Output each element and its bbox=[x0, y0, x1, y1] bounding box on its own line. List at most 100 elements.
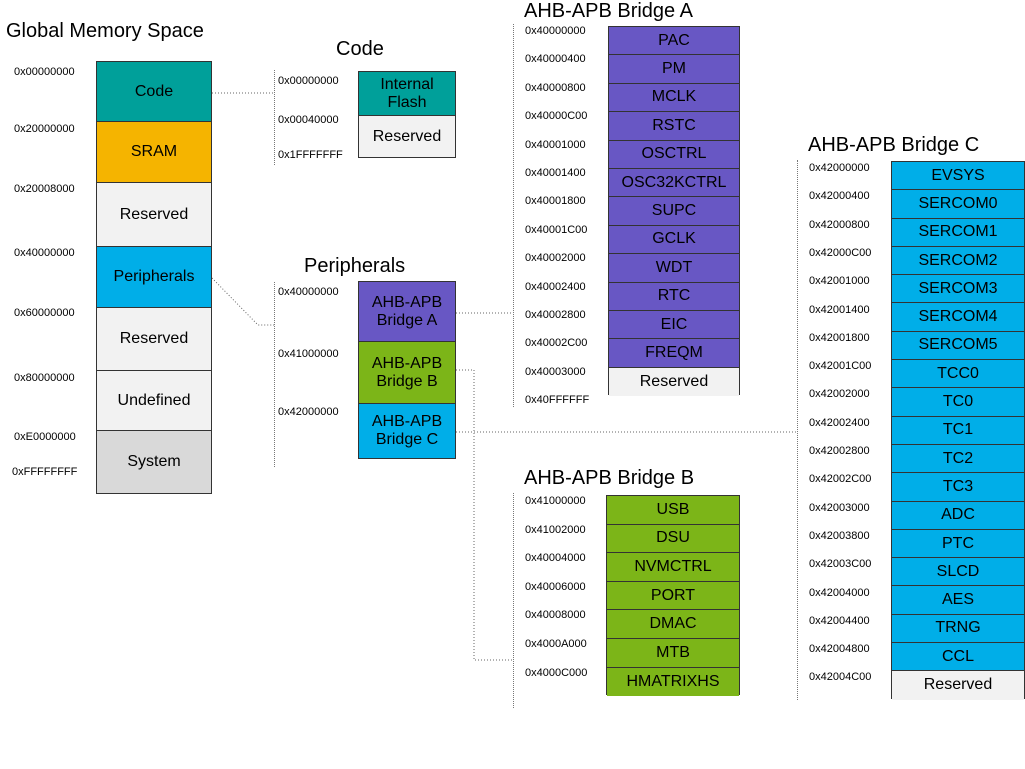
connector-bridge-b bbox=[456, 369, 513, 661]
bridge-c-address: 0x42002000 bbox=[809, 388, 870, 401]
global-address: 0x00000000 bbox=[14, 66, 75, 78]
bridge-c-address: 0x42002400 bbox=[809, 416, 870, 429]
code-block-reserved: Reserved bbox=[358, 115, 456, 158]
bridge-a-cell: RSTC bbox=[609, 112, 739, 141]
peripherals-address: 0x42000000 bbox=[278, 406, 339, 418]
bridge-b-cell: MTB bbox=[607, 638, 739, 668]
bridge-b-title: AHB-APB Bridge B bbox=[524, 467, 695, 489]
bridge-a-address: 0x40000400 bbox=[525, 53, 586, 66]
bridge-b-address: 0x4000A000 bbox=[525, 638, 587, 650]
code-address: 0x00040000 bbox=[278, 114, 339, 126]
bridge-a-address: 0x40003000 bbox=[525, 365, 586, 378]
bridge-b-address: 0x40006000 bbox=[525, 580, 586, 593]
bridge-c-cell: TC2 bbox=[892, 444, 1024, 474]
bridge-a-address: 0x40000000 bbox=[525, 25, 586, 37]
bridge-c-cell: TC0 bbox=[892, 388, 1024, 417]
bridge-a-cell: PM bbox=[609, 55, 739, 84]
bridge-a-address: 0x40FFFFFF bbox=[525, 394, 590, 407]
bridge-c-cell: SERCOM2 bbox=[892, 246, 1024, 276]
bridge-c-cell: TCC0 bbox=[892, 360, 1024, 389]
global-block-sram: SRAM bbox=[96, 121, 212, 183]
bridge-c-address: 0x42001C00 bbox=[809, 360, 872, 373]
peripherals-address: 0x40000000 bbox=[278, 286, 339, 298]
connector-peripherals bbox=[211, 277, 274, 326]
code-axis bbox=[274, 70, 275, 165]
bridge-a-cell: SUPC bbox=[609, 197, 739, 226]
bridge-c-address: 0x42001000 bbox=[809, 275, 870, 288]
bridge-a-address: 0x40002800 bbox=[525, 309, 586, 321]
bridge-b-address: 0x41002000 bbox=[525, 523, 586, 536]
bridge-a-cell: EIC bbox=[609, 310, 739, 340]
bridge-b-cell: NVMCTRL bbox=[607, 553, 739, 582]
bridge-c-address: 0x42002C00 bbox=[809, 473, 872, 486]
global-block-reserved: Reserved bbox=[96, 182, 212, 247]
bridge-a-address: 0x40002C00 bbox=[525, 337, 588, 350]
global-address: 0x40000000 bbox=[14, 247, 75, 259]
global-memory-title: Global Memory Space bbox=[6, 20, 204, 42]
code-block-internal-flash: Internal Flash bbox=[358, 71, 456, 116]
bridge-a-address: 0x40001400 bbox=[525, 167, 586, 179]
global-address: 0x80000000 bbox=[14, 372, 75, 384]
bridge-c-cell: SLCD bbox=[892, 558, 1024, 587]
bridge-b-cell: DMAC bbox=[607, 610, 739, 639]
global-block-reserved: Reserved bbox=[96, 307, 212, 371]
global-block-code: Code bbox=[96, 61, 212, 122]
bridge-c-cell: TC3 bbox=[892, 473, 1024, 502]
bridge-c-cell: AES bbox=[892, 586, 1024, 615]
bridge-c-address: 0x42000800 bbox=[809, 218, 870, 231]
bridge-c-address: 0x42003C00 bbox=[809, 558, 872, 571]
bridge-a-address: 0x40000800 bbox=[525, 81, 586, 94]
bridge-c-axis bbox=[797, 160, 798, 700]
bridge-c-cell: SERCOM0 bbox=[892, 190, 1024, 219]
bridge-b-address: 0x40008000 bbox=[525, 609, 586, 622]
bridge-b-address: 0x4000C000 bbox=[525, 666, 588, 679]
bridge-c-cell: CCL bbox=[892, 643, 1024, 672]
global-address: 0x60000000 bbox=[14, 307, 75, 319]
bridge-c-address: 0x42002800 bbox=[809, 445, 870, 457]
bridge-b-address: 0x41000000 bbox=[525, 495, 586, 507]
bridge-c-address: 0x42000C00 bbox=[809, 246, 872, 259]
code-address: 0x1FFFFFFF bbox=[278, 149, 343, 161]
bridge-a-cell: FREQM bbox=[609, 339, 739, 368]
bridge-c-cell: EVSYS bbox=[892, 162, 1024, 191]
bridge-a-axis bbox=[513, 24, 514, 407]
bridge-a-address: 0x40001C00 bbox=[525, 223, 588, 236]
bridge-a-address: 0x40000C00 bbox=[525, 110, 588, 123]
bridge-c-address: 0x42001800 bbox=[809, 331, 870, 344]
bridge-a-cell: OSCTRL bbox=[609, 140, 739, 169]
bridge-c-address: 0x42003000 bbox=[809, 501, 870, 514]
bridge-a-cell: Reserved bbox=[609, 367, 739, 397]
bridge-b-cell: HMATRIXHS bbox=[607, 667, 739, 697]
bridge-a-title: AHB-APB Bridge A bbox=[524, 0, 693, 22]
global-address: 0x20008000 bbox=[14, 183, 75, 195]
bridge-c-cell: TC1 bbox=[892, 416, 1024, 445]
bridge-c-address: 0x42003800 bbox=[809, 529, 870, 542]
peripherals-axis bbox=[274, 282, 275, 467]
bridge-a-address: 0x40002400 bbox=[525, 280, 586, 293]
bridge-b-axis bbox=[513, 493, 514, 708]
bridge-b-cell: USB bbox=[607, 496, 739, 525]
bridge-a-cell: GCLK bbox=[609, 225, 739, 255]
bridge-b-cell: PORT bbox=[607, 581, 739, 611]
bridge-a-cell: PAC bbox=[609, 27, 739, 56]
bridge-a-cell: OSC32KCTRL bbox=[609, 168, 739, 198]
bridge-c-address: 0x42004800 bbox=[809, 643, 870, 656]
bridge-c-address: 0x42004400 bbox=[809, 614, 870, 627]
bridge-c-title: AHB-APB Bridge C bbox=[808, 134, 980, 156]
bridge-c-cell: ADC bbox=[892, 501, 1024, 530]
global-address: 0xE0000000 bbox=[14, 431, 76, 443]
bridge-c-cell: SERCOM3 bbox=[892, 275, 1024, 304]
bridge-a-cell: RTC bbox=[609, 282, 739, 311]
bridge-c-cell: SERCOM4 bbox=[892, 303, 1024, 332]
bridge-b-address: 0x40004000 bbox=[525, 552, 586, 565]
global-block-peripherals: Peripherals bbox=[96, 246, 212, 308]
global-address: 0x20000000 bbox=[14, 123, 75, 135]
peripherals-block-bridge-a: AHB-APB Bridge A bbox=[358, 281, 456, 342]
bridge-a-address: 0x40001800 bbox=[525, 195, 586, 208]
bridge-c-address: 0x42004000 bbox=[809, 586, 870, 599]
bridge-b-cell: DSU bbox=[607, 524, 739, 554]
bridge-c-address: 0x42000000 bbox=[809, 162, 870, 174]
